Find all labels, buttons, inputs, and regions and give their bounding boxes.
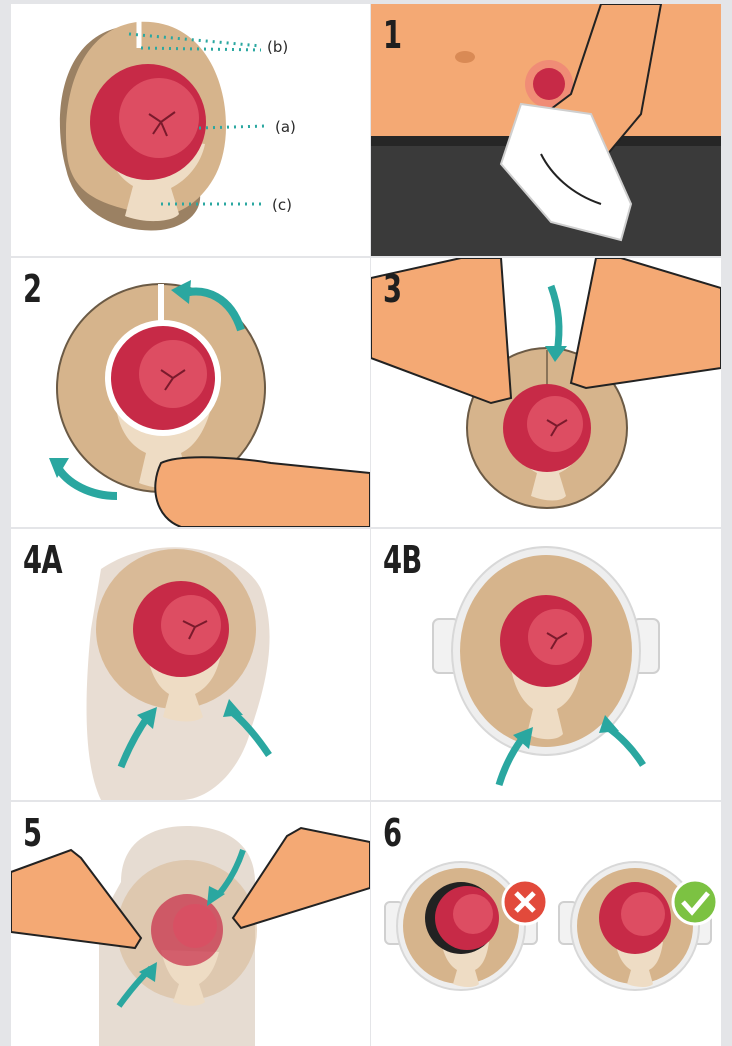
panel-step-3: 3 <box>371 258 721 527</box>
panel-step-4a: 4A <box>11 529 370 800</box>
step-number: 5 <box>23 814 41 852</box>
label-a: (a) <box>275 118 296 136</box>
step-number: 1 <box>383 16 401 54</box>
step-number: 4A <box>23 541 62 579</box>
step-number: 2 <box>23 270 41 308</box>
wrong-fit-example <box>385 862 547 990</box>
label-b: (b) <box>267 38 288 56</box>
step-number: 3 <box>383 270 401 308</box>
panel-step-4b: 4B <box>371 529 721 800</box>
panel-anatomy: (b) (a) (c) <box>11 4 370 256</box>
step-number: 6 <box>383 814 401 852</box>
apply-plate-illustration <box>371 529 721 800</box>
wafer-diagram <box>11 4 370 256</box>
press-seam-illustration <box>371 258 721 527</box>
panel-step-2: 2 <box>11 258 370 527</box>
check-fit-illustration <box>371 802 721 1046</box>
label-c: (c) <box>272 196 292 214</box>
step-number: 4B <box>383 541 421 579</box>
check-icon <box>673 880 717 924</box>
apply-pouch-illustration <box>11 529 370 800</box>
right-fit-example <box>559 862 717 990</box>
cleaning-illustration <box>371 4 721 256</box>
separate-wafer-illustration <box>11 258 370 527</box>
panel-step-1: 1 <box>371 4 721 256</box>
panel-step-6: 6 <box>371 802 721 1046</box>
panel-step-5: 5 <box>11 802 370 1046</box>
hold-in-place-illustration <box>11 802 370 1046</box>
